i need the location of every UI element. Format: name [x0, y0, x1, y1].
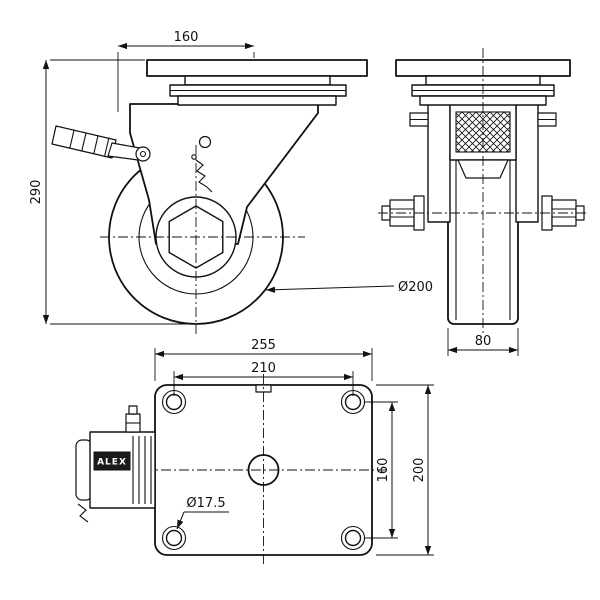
- dim-side-width-label: 160: [174, 30, 199, 45]
- brand-plate: [93, 451, 131, 471]
- fork-leg-right: [515, 103, 539, 223]
- dim-plate-length: 255: [154, 338, 373, 381]
- dim-bolt-spacing-length: 210: [173, 361, 354, 396]
- dim-side-width: 160: [117, 30, 255, 112]
- brake-housing-plan: ALEX: [75, 405, 156, 523]
- brand-label: ALEX: [97, 458, 127, 468]
- label-wheel-diameter: Ø200: [265, 280, 433, 295]
- front-view: 80: [378, 48, 588, 356]
- dim-plate-length-label: 255: [251, 338, 276, 353]
- dim-front-width-label: 80: [475, 334, 492, 349]
- bolt-hole-bottom-right: [340, 525, 366, 551]
- bolt-hole-diameter-text: Ø17.5: [186, 496, 225, 511]
- dim-plate-width: 200: [376, 384, 434, 556]
- dim-plate-width-label: 200: [412, 458, 427, 483]
- side-view: 160 290 Ø200: [29, 30, 433, 334]
- plan-view: ALEX 255 210 160: [75, 338, 434, 566]
- dim-front-width: 80: [447, 328, 519, 356]
- dim-bolt-spacing-width-label: 160: [376, 458, 391, 483]
- label-bolt-hole-diameter: Ø17.5: [176, 496, 229, 530]
- side-bolt-right: [537, 112, 557, 127]
- wheel-diameter-text: Ø200: [398, 280, 433, 295]
- brake-pivot-pin: [135, 146, 151, 162]
- side-bolt-left: [409, 112, 429, 127]
- bolt-hole-bottom-left: [161, 525, 187, 551]
- plate-spacer: [184, 75, 331, 86]
- brake-pedal-assembly: [51, 125, 151, 162]
- fork-leg-left: [427, 103, 451, 223]
- dim-side-height-label: 290: [29, 180, 44, 205]
- fork-bolt: [198, 135, 212, 149]
- dim-bolt-spacing-width: 160: [364, 401, 398, 539]
- dim-bolt-spacing-length-label: 210: [251, 361, 276, 376]
- brake-spring: [191, 154, 213, 193]
- dim-side-height: 290: [29, 59, 193, 325]
- ball-raceway-lower: [177, 95, 337, 106]
- top-plate-side: [146, 59, 368, 77]
- housing-spring: [77, 503, 89, 523]
